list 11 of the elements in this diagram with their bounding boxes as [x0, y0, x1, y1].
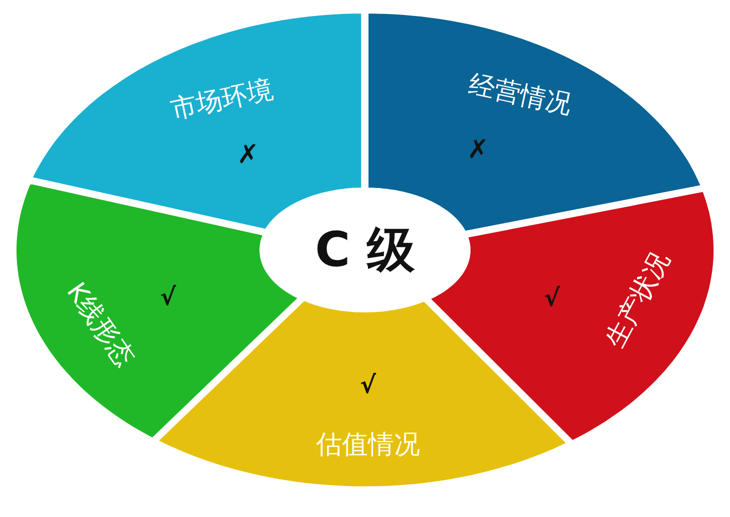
- segment-label: 经营情况: [466, 71, 574, 119]
- grade-label: C 级: [315, 226, 415, 274]
- cross-mark: ✗: [467, 137, 489, 163]
- segment-label: K线形态: [62, 278, 138, 372]
- check-mark: √: [160, 284, 176, 309]
- segment-label: 生产状况: [602, 248, 674, 352]
- check-mark: √: [360, 372, 376, 397]
- segment-label: 估值情况: [316, 432, 420, 458]
- cross-mark: ✗: [237, 142, 259, 168]
- check-mark: √: [544, 286, 560, 310]
- segment-label: 市场环境: [168, 76, 276, 124]
